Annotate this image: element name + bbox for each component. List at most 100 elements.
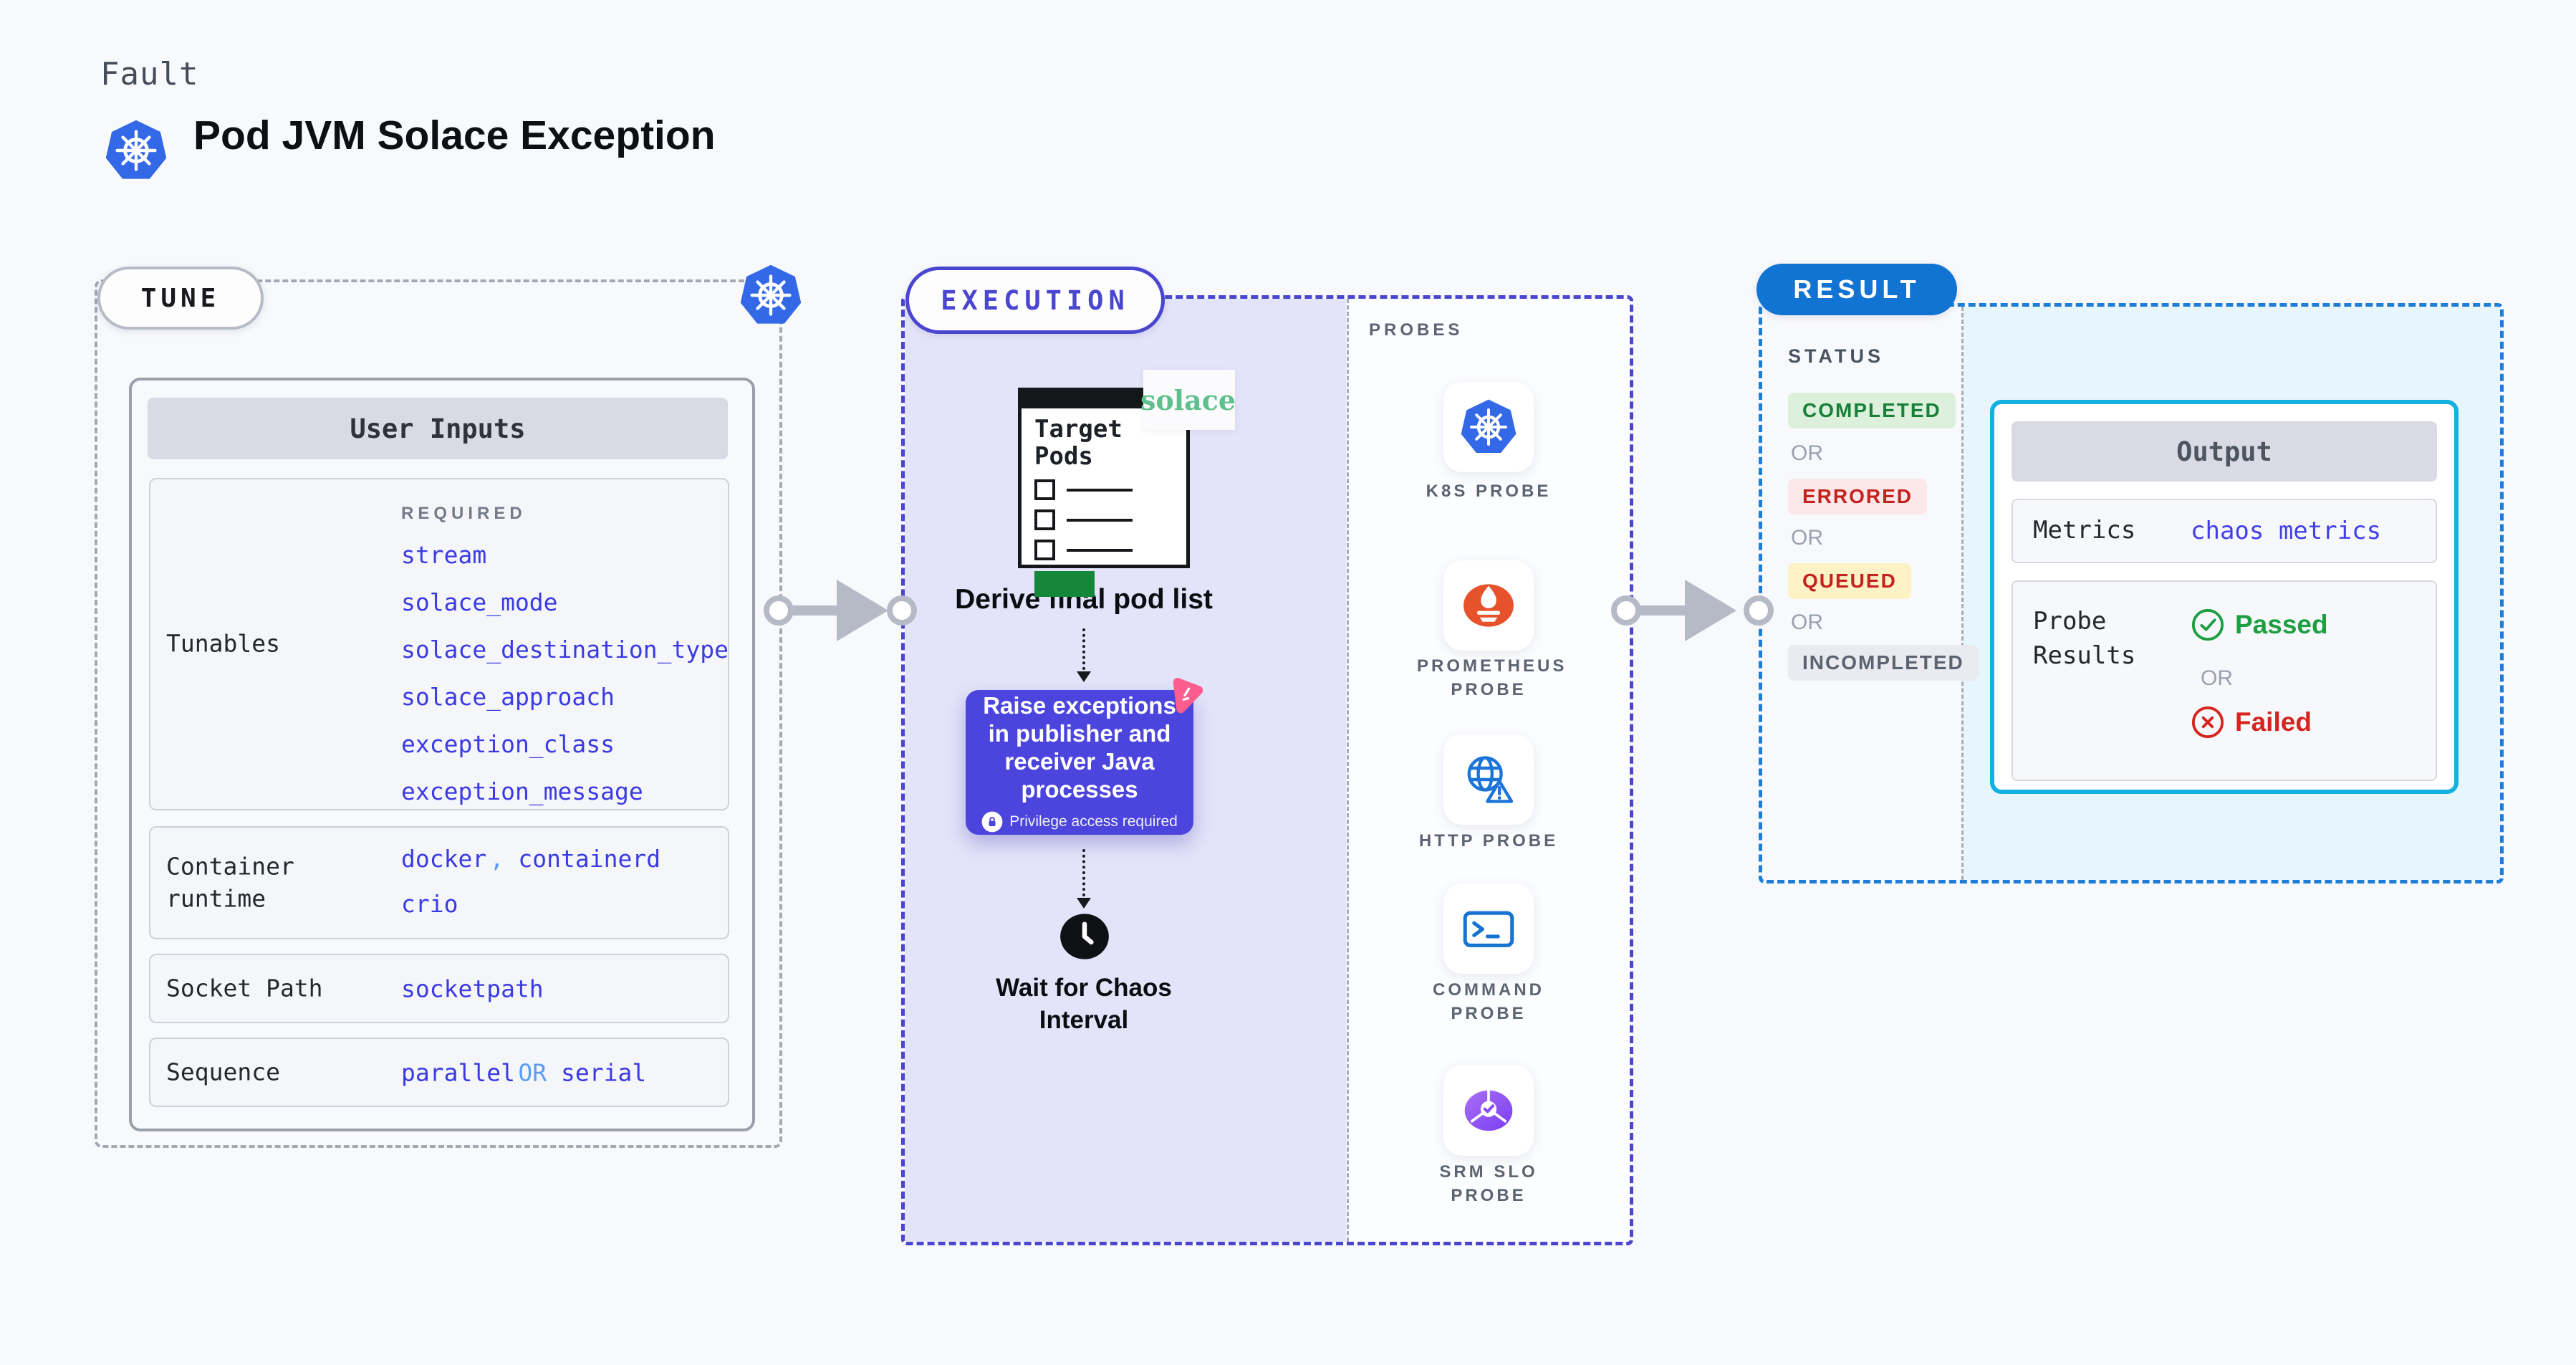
tune-section [95,279,782,1148]
execution-section: PROBES Target Pods solace Derive final p… [901,295,1633,1245]
probe-passed: Passed [2191,608,2328,642]
target-pods-title: Target Pods [1034,415,1123,471]
flow-arrow [1082,628,1085,670]
terminal-icon [1463,911,1514,947]
or-label: OR [1791,610,1823,634]
probe-results-row: Probe Results Passed OR [2012,580,2437,781]
connector-node [1611,595,1641,626]
globe-alert-icon [1467,756,1514,803]
check-circle-icon [2191,608,2224,641]
privilege-note: Privilege access required [981,811,1178,833]
socket-path-row: Socket Path socketpath [149,954,729,1023]
socket-path-value: socketpath [401,974,544,1002]
probe-label: SRM SLO PROBE [1439,1162,1538,1206]
container-runtime-label: Container runtime [166,852,294,912]
checkbox-icon [1034,509,1055,531]
probe-label: HTTP PROBE [1418,831,1559,851]
status-badge-incompleted: INCOMPLETED [1788,645,1979,681]
probes-heading: PROBES [1369,320,1464,340]
kubernetes-icon [105,120,167,179]
tunables-row: Tunables REQUIRED stream solace_mode sol… [149,478,729,810]
probe-card-http [1443,734,1534,825]
action-text: Raise exceptions in publisher and receiv… [983,692,1176,803]
tunable-value: exception_message [401,777,643,805]
socket-path-label: Socket Path [166,974,323,1002]
runtime-value: containerd [518,845,661,873]
result-badge: RESULT [1756,264,1957,315]
sequence-option: parallel [401,1058,515,1086]
sequence-row: Sequence parallel OR serial [149,1038,729,1107]
probe-label: PROMETHEUS PROBE [1417,656,1567,700]
tunable-value: stream [401,541,487,569]
confirm-button-shape [1034,571,1095,598]
pod-list-item [1034,479,1186,501]
clock-icon [1060,914,1109,959]
probe-card-command [1443,883,1534,974]
tunables-label: Tunables [166,629,280,658]
page-title: Pod JVM Solace Exception [193,112,716,158]
user-inputs-card: User Inputs Tunables REQUIRED stream sol… [129,378,755,1131]
probe-label: K8S PROBE [1426,482,1552,501]
pod-list-item [1034,509,1186,531]
tunable-value: exception_class [401,730,615,758]
sequence-value: parallel OR serial [401,1058,646,1086]
flow-arrowhead [1077,898,1091,909]
tune-badge: TUNE [97,267,264,330]
status-heading: STATUS [1788,345,1884,367]
tunable-value: solace_mode [401,588,558,616]
status-badge-errored: ERRORED [1788,479,1928,514]
privilege-text: Privilege access required [1009,813,1178,830]
result-section: STATUS COMPLETED OR ERRORED OR QUEUED OR… [1759,303,2504,883]
or-label: OR [1791,441,1823,465]
or-label: OR [2201,666,2233,690]
status-badge-queued: QUEUED [1788,563,1911,599]
kubernetes-icon [740,264,802,324]
metrics-value: chaos metrics [2191,517,2382,545]
connector-node [887,595,917,626]
connector-node [764,595,794,626]
slo-gauge-icon [1464,1090,1513,1131]
probe-results-label: Probe Results [2033,607,2136,670]
flow-arrowhead [1077,671,1091,682]
probe-card-prometheus [1443,560,1534,651]
litmus-chaos-icon [1173,678,1203,714]
lock-icon [981,811,1003,833]
probes-separator [1347,299,1349,1242]
execution-badge: EXECUTION [905,267,1165,334]
probe-label: COMMAND PROBE [1433,980,1544,1024]
runtime-value: crio [401,890,458,918]
sequence-label: Sequence [166,1058,280,1086]
prometheus-icon [1464,584,1514,627]
fault-kicker: Fault [100,56,199,92]
or-label: OR [1791,526,1823,550]
connector-node [1744,595,1774,626]
sequence-or: OR [518,1058,562,1086]
required-label: REQUIRED [401,504,527,523]
container-runtime-values: docker , containerd crio [401,845,660,918]
probe-failed: Failed [2191,705,2312,739]
output-card: Output Metrics chaos metrics Probe Resul… [1990,400,2459,794]
sequence-option: serial [561,1058,647,1086]
probe-card-srm-slo [1443,1065,1534,1156]
solace-logo: solace [1140,370,1236,430]
user-inputs-title: User Inputs [148,398,728,459]
pod-list-item [1034,540,1186,561]
runtime-separator: , [489,845,519,873]
tunable-value: solace_approach [401,683,615,711]
metrics-label: Metrics [2033,516,2136,545]
status-badge-completed: COMPLETED [1788,393,1956,428]
probe-card-k8s [1443,382,1534,472]
result-separator [1961,307,1964,880]
container-runtime-row: Container runtime docker , containerd cr… [149,826,729,939]
output-title: Output [2012,421,2437,482]
checkbox-icon [1034,479,1055,501]
kubernetes-icon [1461,399,1517,453]
x-circle-icon [2191,706,2224,739]
flow-arrow [1082,849,1085,896]
wait-chaos-interval-label: Wait for Chaos Interval [996,974,1172,1034]
passed-label: Passed [2235,610,2328,639]
checkbox-icon [1034,540,1055,561]
tunables-values: REQUIRED stream solace_mode solace_desti… [401,504,729,825]
tunable-value: solace_destination_type [401,636,729,664]
